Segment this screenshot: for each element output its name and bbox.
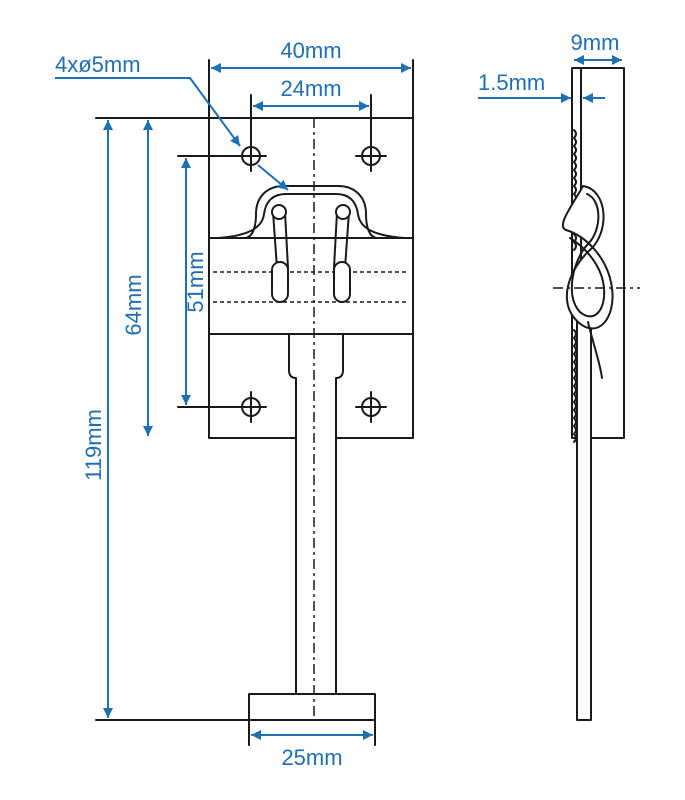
dim-leader-hinge [257, 164, 289, 191]
mounting-holes [235, 140, 387, 423]
front-view: 40mm 24mm 4xø5mm 119mm 64mm 51mm 25mm [55, 38, 414, 770]
side-hook-arm [576, 299, 592, 721]
dim-plate-width: 40mm [280, 38, 341, 63]
keeper-strap [208, 237, 414, 335]
side-plate [571, 67, 625, 439]
hook-foot [248, 693, 376, 721]
dim-hole-spacing-v: 51mm [183, 251, 208, 312]
dim-total-length: 119mm [81, 409, 106, 481]
side-view: 9mm 1.5mm [478, 30, 640, 721]
dim-hole-spacing-h: 24mm [280, 76, 341, 101]
dim-side-width: 9mm [571, 30, 620, 55]
dim-foot-width: 25mm [281, 745, 342, 770]
dim-plate-thickness: 1.5mm [478, 70, 545, 95]
dim-leader-holes [55, 77, 241, 147]
side-spring [561, 185, 614, 379]
spring-wires [271, 204, 351, 303]
hook-stem [288, 333, 344, 695]
dim-holes: 4xø5mm [55, 52, 141, 77]
dim-plate-height: 64mm [121, 274, 146, 335]
